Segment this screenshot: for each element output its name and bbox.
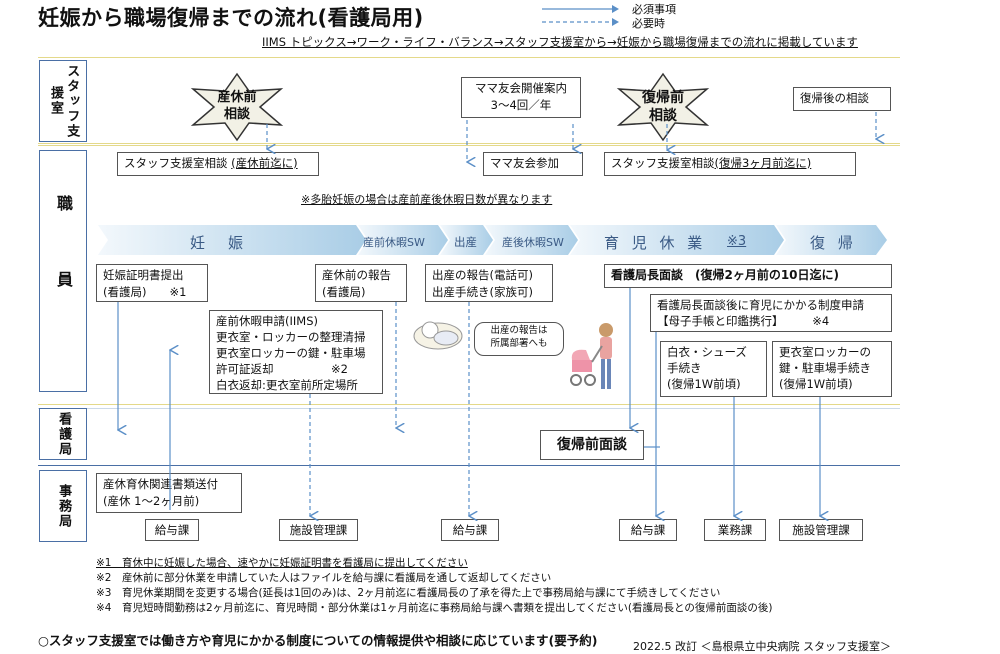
phase-label-prenatal: 産前休暇SW xyxy=(363,236,425,249)
mama-party-info-box: ママ友会開催案内 3～4回／年 xyxy=(461,77,581,118)
phase-prenatal xyxy=(358,225,448,255)
mother-stroller-icon xyxy=(570,323,613,389)
pre-leave-report-box: 産休前の報告 (看護局) xyxy=(315,264,407,302)
signature: 2022.5 改訂 ＜島根県立中央病院 スタッフ支援室＞ xyxy=(633,640,891,653)
page-title: 妊娠から職場復帰までの流れ(看護局用) xyxy=(38,6,424,30)
phase-label-childcare: 育 児 休 業 xyxy=(604,234,707,252)
documents-sent-box: 産休育休関連書類送付 (産休 1～2ヶ月前) xyxy=(96,473,242,513)
note-3: ※3 育児休業期間を変更する場合(延長は1回のみ)は、2ヶ月前迄に看護局長の了承… xyxy=(96,587,721,599)
phase-label-pregnancy: 妊 娠 xyxy=(190,234,248,252)
after-return-consult-box: 復帰後の相談 xyxy=(793,87,891,111)
consult-before-leave-box: スタッフ支援室相談 (産休前迄に) xyxy=(117,152,319,176)
pregnancy-cert-box: 妊娠証明書提出 (看護局) ※1 xyxy=(96,264,208,302)
legend-as-needed-label: 必要時 xyxy=(632,17,665,30)
pre-return-interview-box: 復帰前面談 xyxy=(540,430,644,460)
legend-required-label: 必須事項 xyxy=(632,3,676,16)
leave-application-box: 産前休暇申請(IIMS) 更衣室・ロッカーの整理清掃 更衣室ロッカーの鍵・駐車場… xyxy=(209,310,383,394)
note-4: ※4 育児短時間勤務は2ヶ月前迄に、育児時間・部分休業は1ヶ月前迄に事務局給与課… xyxy=(96,602,773,614)
row-label-nursing: 看護局 xyxy=(39,408,87,460)
row-label-office: 事務局 xyxy=(39,470,87,542)
note-1: ※1 育休中に妊娠した場合、速やかに妊娠証明書を看護局に提出してください xyxy=(96,557,468,569)
row-label-staff: スタッフ支援室 xyxy=(39,60,87,142)
office-box-payroll-3: 給与課 xyxy=(619,519,677,541)
twins-note: ※多胎妊娠の場合は産前産後休暇日数が異なります xyxy=(301,193,553,206)
phase-timeline xyxy=(98,225,887,255)
office-box-payroll-2: 給与課 xyxy=(441,519,499,541)
phase-birth xyxy=(440,225,493,255)
row-label-employee: 職員 xyxy=(39,150,87,392)
phase-childcare xyxy=(570,225,784,255)
uniform-shoes-box: 白衣・シューズ 手続き (復帰1W前頃) xyxy=(660,341,767,397)
locker-parking-box: 更衣室ロッカーの 鍵・駐車場手続き (復帰1W前頃) xyxy=(772,341,892,397)
phase-label-postnatal: 産後休暇SW xyxy=(502,236,564,249)
pre-leave-consult-star: 産休前 相談 xyxy=(186,72,288,142)
office-box-facility-1: 施設管理課 xyxy=(279,519,358,541)
birth-report-box: 出産の報告(電話可) 出産手続き(家族可) xyxy=(425,264,553,302)
phase-label-childcare-ref: ※3 xyxy=(727,234,747,249)
legend-arrows xyxy=(542,5,619,26)
consult-before-return-box: スタッフ支援室相談(復帰3ヶ月前迄に) xyxy=(604,152,856,176)
baby-icon xyxy=(413,321,463,350)
after-director-application-box: 看護局長面談後に育児にかかる制度申請 【母子手帳と印鑑携行】 ※4 xyxy=(650,294,892,332)
footer-note: ○スタッフ支援室では働き方や育児にかかる制度についての情報提供や相談に応じていま… xyxy=(38,633,598,648)
mama-party-join-box: ママ友会参加 xyxy=(483,152,583,176)
birth-report-bubble: 出産の報告は 所属部署へも xyxy=(474,322,564,356)
subheader-path: IIMS トピックス→ワーク・ライフ・バランス→スタッフ支援室から→妊娠から職場… xyxy=(262,35,858,49)
office-box-operations: 業務課 xyxy=(704,519,766,541)
director-interview-box: 看護局長面談 (復帰2ヶ月前の10日迄に) xyxy=(604,264,892,288)
office-box-payroll-1: 給与課 xyxy=(145,519,199,541)
phase-label-birth: 出産 xyxy=(454,235,477,249)
phase-return xyxy=(776,225,887,255)
pre-return-consult-star: 復帰前 相談 xyxy=(612,72,714,142)
phase-postnatal xyxy=(485,225,578,255)
phase-label-return: 復 帰 xyxy=(810,234,857,252)
note-2: ※2 産休前に部分休業を申請していた人はファイルを給与課に看護局を通して返却して… xyxy=(96,572,552,584)
phase-pregnancy xyxy=(98,225,366,255)
